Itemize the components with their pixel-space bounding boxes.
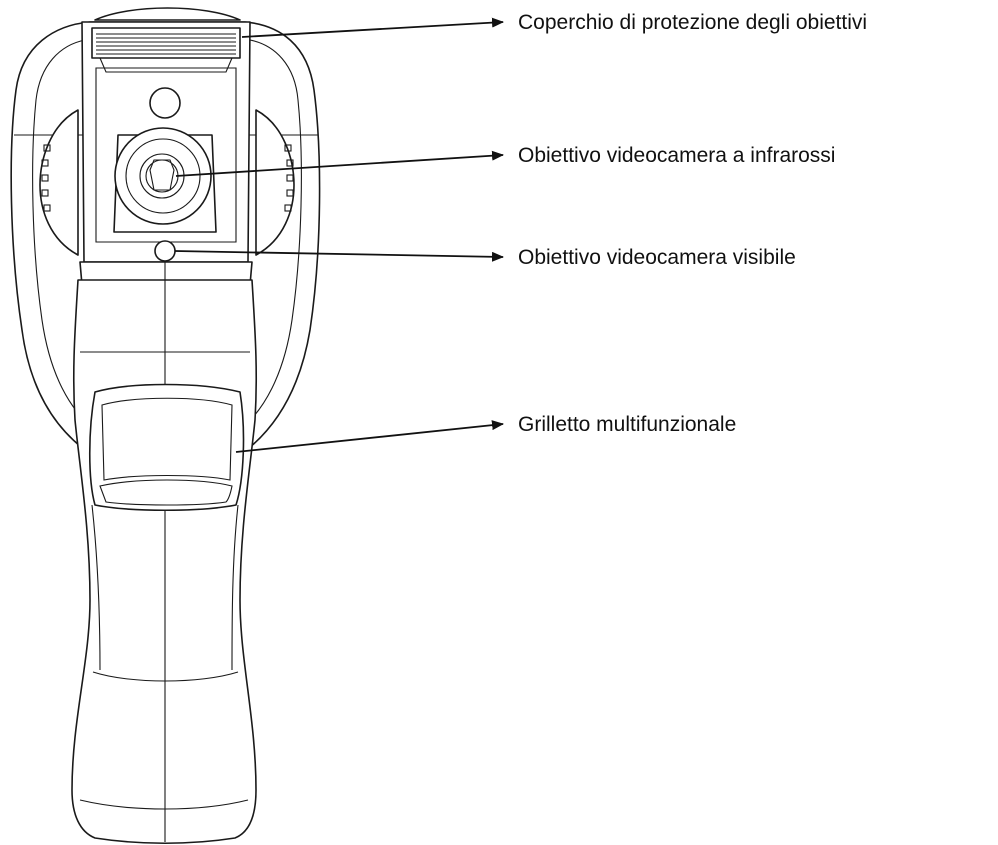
leader-ir-lens: [175, 150, 504, 177]
label-trigger: Grilletto multifunzionale: [518, 413, 736, 436]
leader-visible-lens: [174, 250, 504, 262]
label-ir-lens: Obiettivo videocamera a infrarossi: [518, 144, 835, 167]
label-visible-lens: Obiettivo videocamera visibile: [518, 246, 796, 269]
handle-inner-right: [231, 504, 239, 671]
ir-lens-notch: [149, 159, 175, 191]
leader-trigger: [235, 420, 504, 453]
upper-sensor: [149, 87, 181, 119]
ir-lens-outer: [114, 127, 212, 225]
trigger-face: [101, 397, 233, 481]
lens-cover-hinge: [91, 27, 241, 59]
callout-leaders: [174, 17, 504, 453]
callout-labels: Coperchio di protezione degli obiettivi …: [518, 11, 867, 436]
hinge-lines: [96, 33, 236, 55]
lens-cover-inner: [95, 67, 237, 243]
top-dome: [94, 7, 241, 21]
visible-lens-circle: [154, 240, 176, 262]
trigger-housing: [88, 383, 245, 512]
camera-head-inner-right: [239, 39, 302, 431]
trigger-lip: [99, 479, 233, 506]
side-ridges: [41, 144, 294, 212]
handle-inner-left: [91, 504, 101, 671]
label-lens-cover: Coperchio di protezione degli obiettivi: [518, 11, 867, 34]
lens-cover-tab: [99, 57, 233, 73]
handle: [71, 279, 258, 845]
camera-drawing: [10, 7, 321, 845]
camera-head-inner: [32, 39, 96, 431]
ir-lens-ring: [125, 138, 201, 214]
leader-lens-cover: [241, 17, 504, 38]
